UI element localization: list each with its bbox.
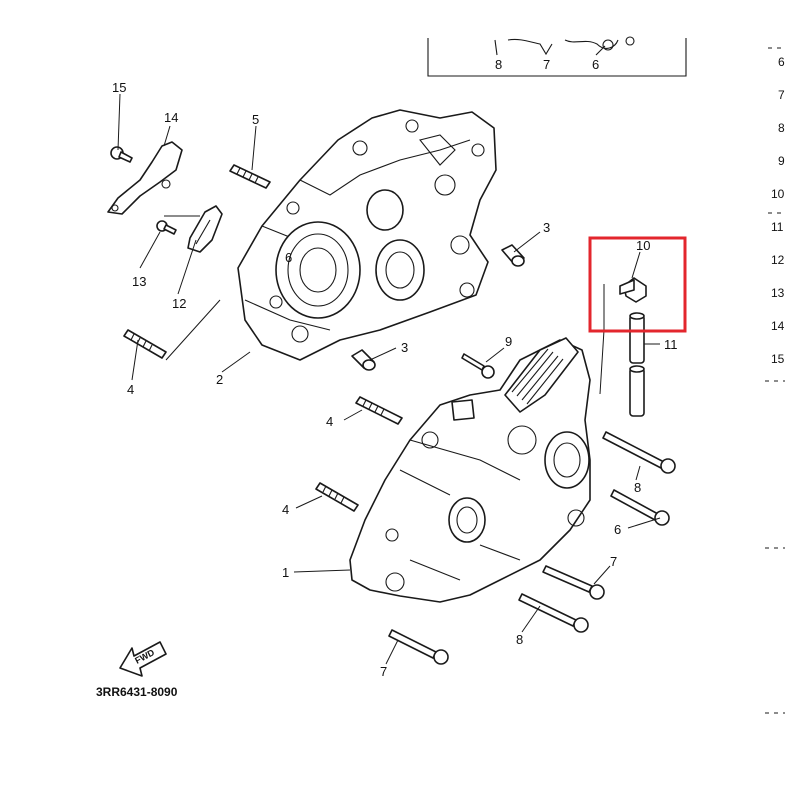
callout-6-lower: 6 <box>614 522 621 537</box>
callout-11: 11 <box>664 337 678 352</box>
bolt-8-upper <box>602 431 676 474</box>
side-index-11: 11 <box>771 220 784 234</box>
bolt-8-lower <box>518 593 589 633</box>
side-index-9: 9 <box>778 154 785 168</box>
guide-12 <box>187 205 223 253</box>
diagram-code: 3RR6431-8090 <box>96 685 178 699</box>
dowel-3-upper <box>501 244 525 267</box>
crankcase-left-part-2 <box>237 109 497 361</box>
callout-1: 1 <box>282 565 289 580</box>
side-index-10: 10 <box>771 187 785 201</box>
side-index-6: 6 <box>778 55 785 69</box>
callout-8-upper: 8 <box>634 480 641 495</box>
callout-4-lower: 4 <box>282 502 289 517</box>
callout-4-middle: 4 <box>326 414 333 429</box>
callout-10: 10 <box>636 238 650 253</box>
screw-13 <box>156 220 177 235</box>
bolt-7-bottom <box>388 629 449 665</box>
crankcase-right-part-1 <box>349 337 591 603</box>
callout-6-upper: 6 <box>285 250 292 265</box>
callout-3-upper: 3 <box>543 220 550 235</box>
callout-13: 13 <box>132 274 146 289</box>
side-index-14: 14 <box>771 319 785 333</box>
side-index-12: 12 <box>771 253 785 267</box>
fitting-10 <box>619 277 647 303</box>
callout-7-right: 7 <box>610 554 617 569</box>
stud-4-upper <box>123 329 167 359</box>
highlight-box <box>588 236 687 333</box>
inset-label-7: 7 <box>543 57 550 72</box>
fwd-arrow-icon: FWD <box>119 641 167 677</box>
stud-5 <box>229 164 271 189</box>
callout-4-upper: 4 <box>127 382 134 397</box>
callout-14: 14 <box>164 110 178 125</box>
hose-11 <box>629 312 645 417</box>
side-index-13: 13 <box>771 286 785 300</box>
stud-4-middle <box>355 396 403 425</box>
bolt-7-right <box>542 565 605 600</box>
inset-label-8: 8 <box>495 57 502 72</box>
callout-12: 12 <box>172 296 186 311</box>
side-index-8: 8 <box>778 121 785 135</box>
callout-3-lower: 3 <box>401 340 408 355</box>
callout-7-bottom: 7 <box>380 664 387 679</box>
bolt-6 <box>610 489 670 526</box>
callout-9: 9 <box>505 334 512 349</box>
bracket-14 <box>107 141 183 215</box>
callout-15: 15 <box>112 80 126 95</box>
callout-5: 5 <box>252 112 259 127</box>
inset-box: 8 7 6 <box>427 36 687 77</box>
screw-9 <box>461 353 495 379</box>
callouts: 15 14 5 3 13 12 6 4 2 3 10 11 9 4 8 4 6 … <box>112 80 678 679</box>
inset-label-6: 6 <box>592 57 599 72</box>
callout-8-lower: 8 <box>516 632 523 647</box>
dowel-3-lower <box>351 349 376 371</box>
screw-15 <box>110 146 133 163</box>
callout-2: 2 <box>216 372 223 387</box>
side-index-7: 7 <box>778 88 785 102</box>
stud-4-lower <box>315 482 359 512</box>
side-index: 6 7 8 9 10 11 12 13 14 15 <box>765 47 785 714</box>
side-index-15: 15 <box>771 352 785 366</box>
